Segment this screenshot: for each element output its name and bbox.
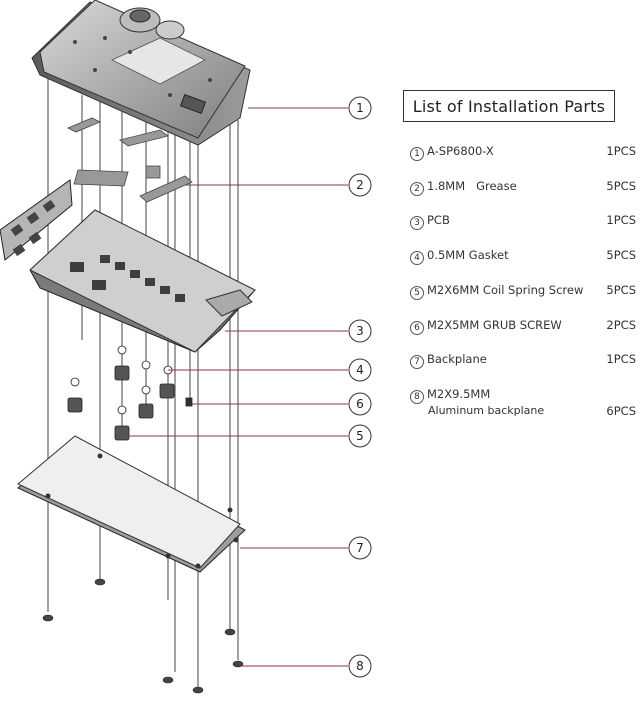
part-name: PCB xyxy=(427,213,450,227)
callout-num-3: 3 xyxy=(356,324,364,338)
part-qty: 6PCS xyxy=(606,404,636,418)
part-name: 0.5MM Gasket xyxy=(427,248,509,262)
part-subname: Aluminum backplane xyxy=(428,404,545,417)
screws-and-gaskets xyxy=(67,345,193,441)
callout-circles xyxy=(348,96,372,678)
part-number: 4 xyxy=(410,251,424,265)
callout-num-8: 8 xyxy=(356,659,364,673)
pcb-board xyxy=(0,179,256,353)
part-number: 5 xyxy=(410,286,424,300)
backplane xyxy=(17,435,246,573)
part-qty: 5PCS xyxy=(606,283,636,297)
callout-num-1: 1 xyxy=(356,101,364,115)
callout-4 xyxy=(348,358,372,382)
callout-numbers: 1 2 3 4 5 6 7 8 xyxy=(356,101,364,673)
part-number: 1 xyxy=(410,147,424,161)
callout-num-2: 2 xyxy=(356,178,364,192)
part-name: Backplane xyxy=(427,352,487,366)
part-qty: 2PCS xyxy=(606,318,636,332)
part-name: M2X9.5MM xyxy=(427,387,491,401)
callout-8 xyxy=(348,654,372,678)
part-name: M2X6MM Coil Spring Screw xyxy=(427,283,584,297)
part-name: A-SP6800-X xyxy=(427,144,494,158)
part-name: M2X5MM GRUB SCREW xyxy=(427,318,562,332)
part-qty: 1PCS xyxy=(606,144,636,158)
callout-2 xyxy=(348,173,372,197)
part-qty: 5PCS xyxy=(606,248,636,262)
part-qty: 1PCS xyxy=(606,352,636,366)
part-number: 6 xyxy=(410,321,424,335)
part-number: 3 xyxy=(410,216,424,230)
part-number: 7 xyxy=(410,355,424,369)
part-qty: 1PCS xyxy=(606,213,636,227)
part-number: 2 xyxy=(410,182,424,196)
callout-num-5: 5 xyxy=(356,429,364,443)
callout-leaders xyxy=(128,107,348,667)
water-block xyxy=(31,0,251,146)
callout-num-4: 4 xyxy=(356,363,364,377)
parts-list-title: List of Installation Parts xyxy=(403,90,615,122)
part-qty: 5PCS xyxy=(606,179,636,193)
callout-7 xyxy=(348,536,372,560)
part-number: 8 xyxy=(410,390,424,404)
callout-1 xyxy=(348,96,372,120)
callout-3 xyxy=(348,319,372,343)
callout-num-6: 6 xyxy=(356,397,364,411)
callout-5 xyxy=(348,424,372,448)
thermal-grease-pads xyxy=(67,117,193,203)
parts-list-title-text: List of Installation Parts xyxy=(412,96,606,116)
callout-num-7: 7 xyxy=(356,541,364,555)
callout-6 xyxy=(348,392,372,416)
part-name: 1.8MM Grease xyxy=(427,179,517,193)
backplane-screws xyxy=(42,578,244,694)
